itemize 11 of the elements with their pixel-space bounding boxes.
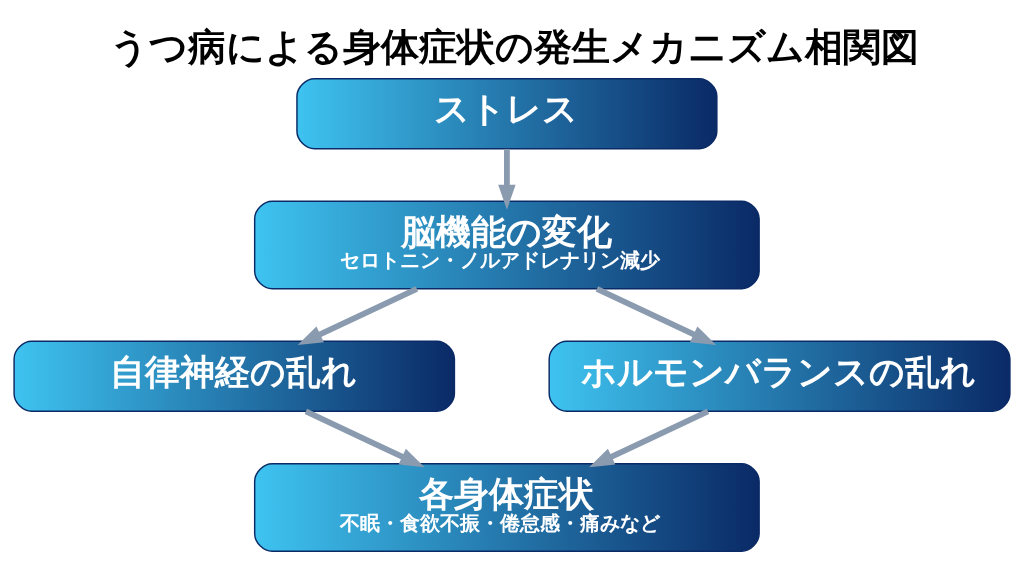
arrow: [498, 148, 516, 210]
arrow: [595, 286, 717, 345]
node-box: 各身体症状 不眠・食欲不振・倦怠感・痛みなど: [253, 462, 760, 552]
arrow: [297, 286, 419, 345]
node-box: ホルモンバランスの乱れ: [548, 340, 1011, 412]
node-box: 自律神経の乱れ: [13, 340, 456, 412]
arrow: [589, 408, 710, 468]
node-box: ストレス: [296, 78, 718, 150]
node-box: 脳機能の変化 セロトニン・ノルアドレナリン減少: [253, 200, 760, 290]
diagram-title: うつ病による身体症状の発生メカニズム相関図: [109, 24, 919, 69]
arrow: [304, 408, 425, 468]
